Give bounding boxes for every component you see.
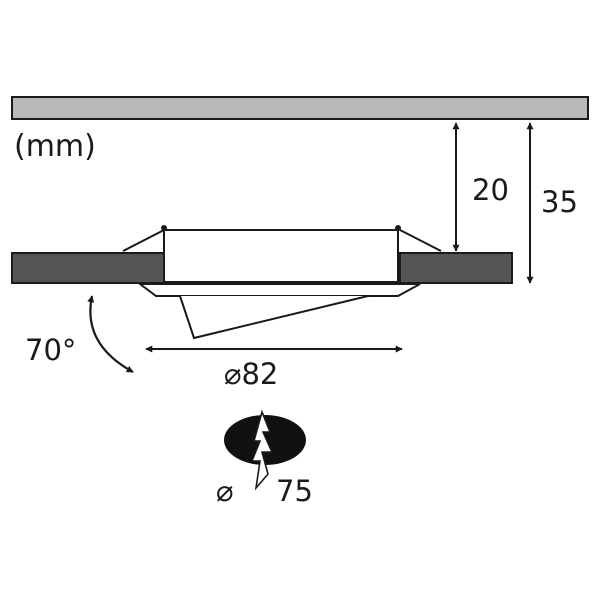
luminaire-housing [163, 229, 399, 283]
tilted-lamp-insert [179, 295, 369, 340]
ceiling-slab [11, 96, 589, 120]
panel-left [11, 252, 165, 284]
spring-clip-left [122, 229, 165, 252]
dim-label-35: 35 [541, 185, 578, 219]
dim-label-82: ⌀82 [224, 357, 278, 391]
tilt-arrow [87, 295, 134, 373]
panel-right [399, 252, 513, 284]
cutout-diameter-symbol: ⌀ [216, 474, 233, 508]
tilt-angle-label: 70° [25, 333, 76, 367]
drill-hole-icon [224, 409, 306, 491]
units-label: (mm) [14, 129, 96, 164]
luminaire-bezel [137, 283, 421, 297]
spring-clip-right [399, 229, 442, 252]
cutout-diameter-value: 75 [276, 474, 313, 508]
dim-label-20: 20 [472, 173, 509, 207]
